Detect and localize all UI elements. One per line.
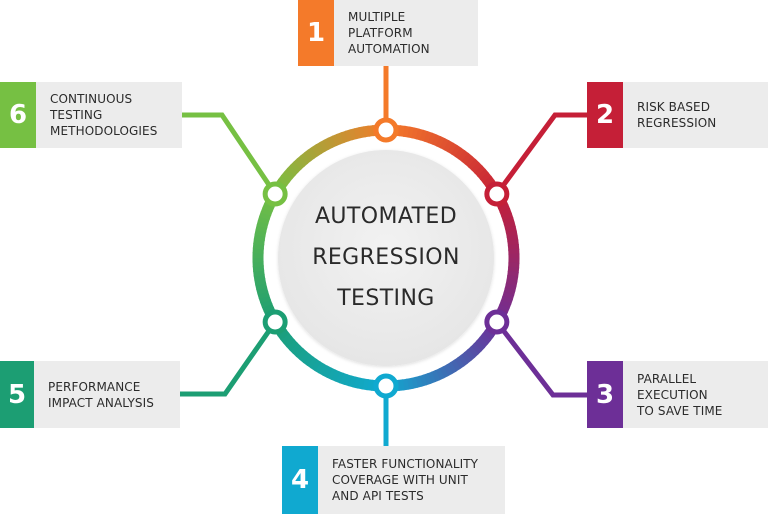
label-line: PLATFORM [348, 26, 413, 40]
node-1 [373, 117, 399, 143]
label-line: CONTINUOUS [50, 92, 133, 106]
connectors [178, 60, 590, 450]
node-3 [484, 309, 510, 335]
label-line: EXECUTION [637, 387, 708, 402]
item-box-4: 4 FASTER FUNCTIONALITY COVERAGE WITH UNI… [282, 446, 505, 514]
center-disc [278, 150, 494, 366]
connector-2 [494, 112, 590, 196]
number-badge-1: 1 [298, 0, 334, 66]
item-box-2: 2 RISK BASED REGRESSION [587, 82, 768, 148]
item-box-5: 5 PERFORMANCE IMPACT ANALYSIS [0, 361, 180, 428]
number-badge-5: 5 [0, 361, 34, 428]
node-2 [484, 181, 510, 207]
label-line: REGRESSION [637, 116, 717, 130]
item-box-6: 6 CONTINUOUS TESTING METHODOLOGIES [0, 82, 182, 148]
item-label-3: PARALLEL EXECUTION TO SAVE TIME [623, 361, 722, 428]
label-line: IMPACT ANALYSIS [48, 395, 154, 410]
number-badge-3: 3 [587, 361, 623, 428]
number-badge-6: 6 [0, 82, 36, 148]
number-badge-4: 4 [282, 446, 318, 514]
label-line: RISK BASED [637, 100, 711, 114]
item-label-6: CONTINUOUS TESTING METHODOLOGIES [36, 82, 157, 148]
item-box-1: 1 MULTIPLE PLATFORM AUTOMATION [298, 0, 478, 66]
item-label-4: FASTER FUNCTIONALITY COVERAGE WITH UNIT … [318, 446, 478, 514]
label-line: TESTING [50, 108, 103, 122]
center-title-line: AUTOMATED [314, 204, 458, 229]
label-line: TO SAVE TIME [637, 403, 723, 418]
label-line: MULTIPLE [348, 10, 406, 24]
connector-6 [180, 112, 278, 196]
node-5 [262, 309, 288, 335]
item-box-3: 3 PARALLEL EXECUTION TO SAVE TIME [587, 361, 768, 428]
label-line: FASTER FUNCTIONALITY [332, 457, 479, 471]
connector-3 [494, 320, 590, 398]
label-line: PARALLEL [637, 371, 697, 386]
node-4 [373, 373, 399, 399]
item-label-1: MULTIPLE PLATFORM AUTOMATION [334, 0, 430, 66]
label-line: COVERAGE WITH UNIT [332, 473, 468, 487]
center-title-line: TESTING [337, 286, 435, 311]
center-title: AUTOMATED REGRESSION TESTING [276, 196, 496, 319]
number-badge-2: 2 [587, 82, 623, 148]
label-line: METHODOLOGIES [50, 124, 158, 138]
item-label-5: PERFORMANCE IMPACT ANALYSIS [34, 361, 154, 428]
label-line: PERFORMANCE [48, 379, 141, 394]
center-title-line: REGRESSION [312, 245, 460, 270]
ring-nodes [262, 117, 510, 399]
label-line: AUTOMATION [348, 42, 430, 56]
label-line: AND API TESTS [332, 489, 424, 503]
connector-5 [178, 320, 278, 397]
gradient-ring [252, 124, 520, 392]
node-6 [262, 181, 288, 207]
item-label-2: RISK BASED REGRESSION [623, 82, 716, 148]
